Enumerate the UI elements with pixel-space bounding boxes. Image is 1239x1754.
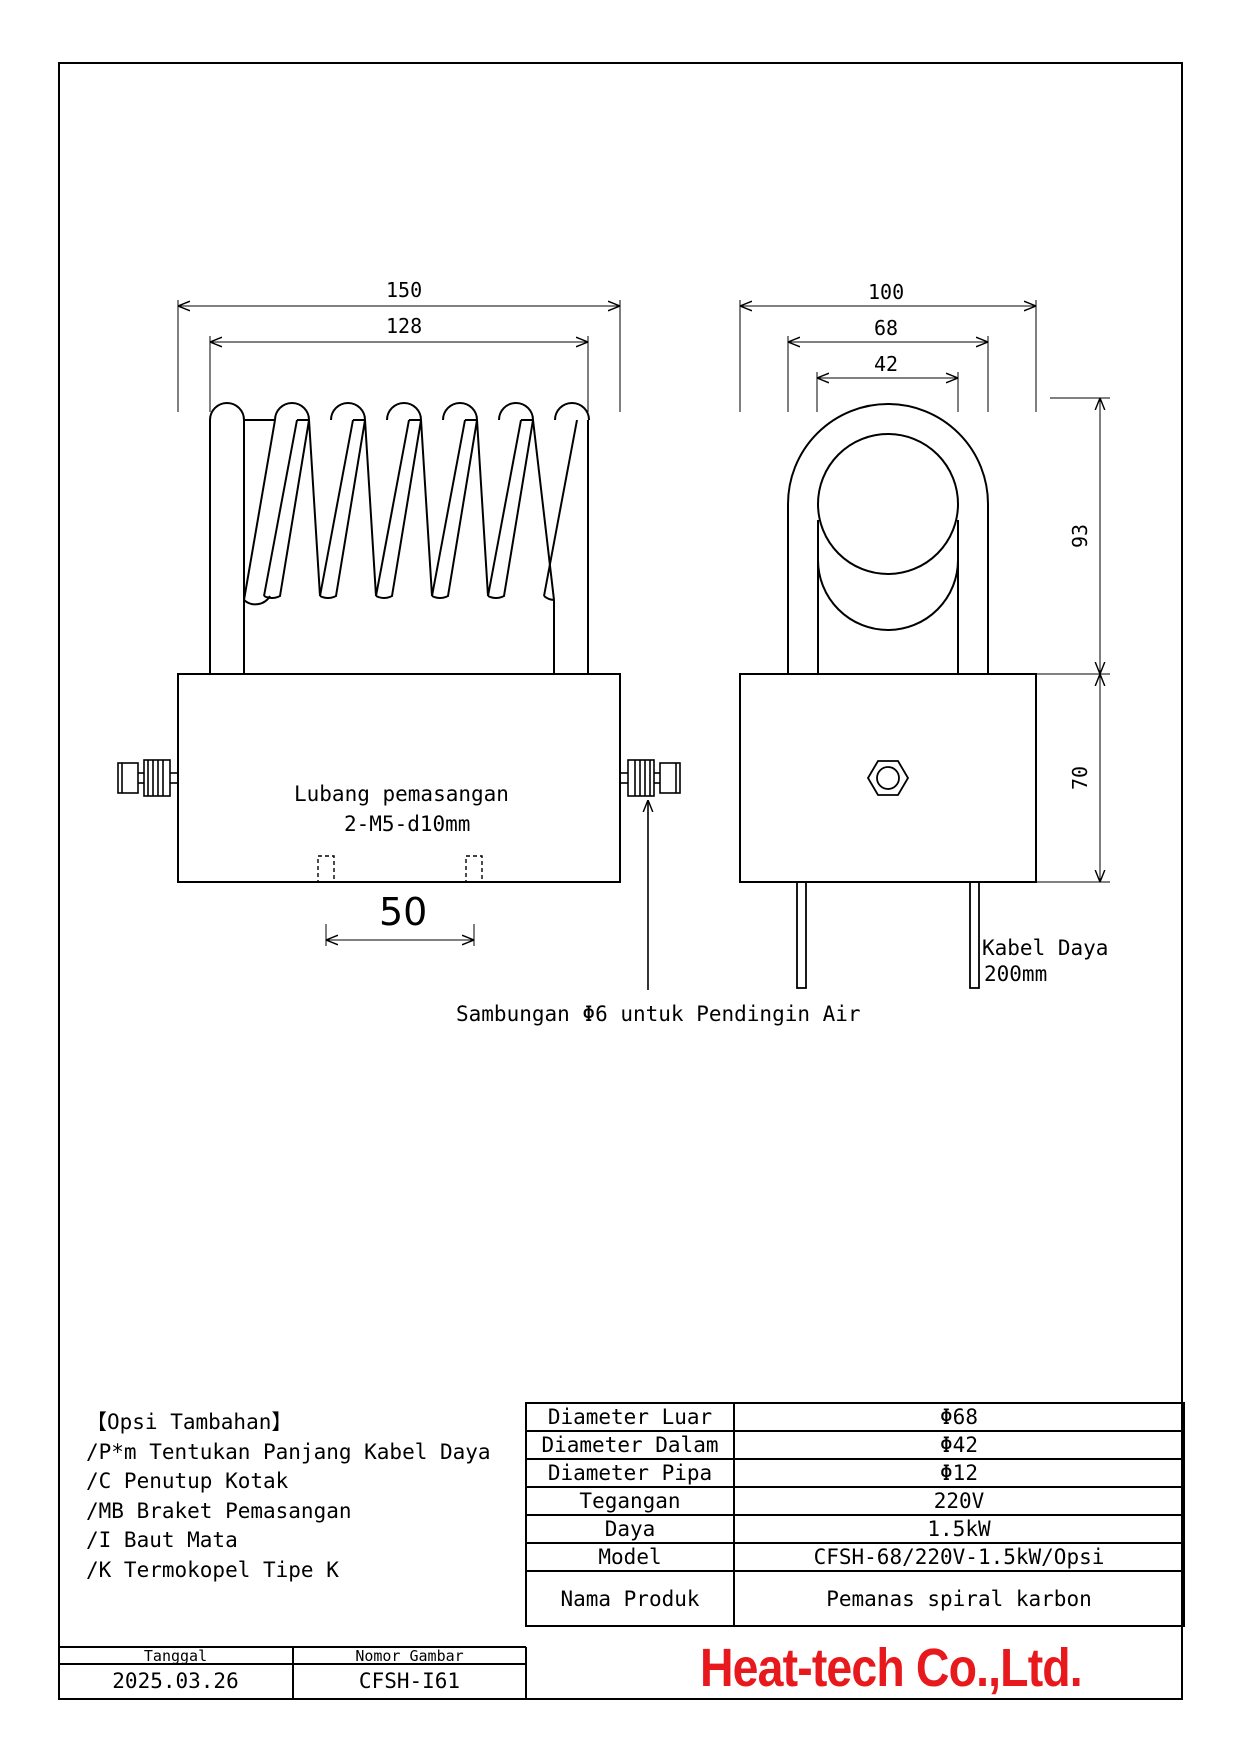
dimension-100 [739,300,1037,412]
mounting-holes [317,855,483,883]
coil-legs [209,420,589,674]
option-item: /I Baut Mata [86,1528,238,1552]
option-item: /C Penutup Kotak [86,1469,289,1493]
spec-key: Tegangan [525,1486,735,1516]
title-block-lines [58,1646,527,1700]
side-view [739,300,1110,989]
dim-128-label: 128 [386,314,423,338]
dim-100-label: 100 [868,280,905,304]
front-view [117,300,681,990]
power-cables [796,881,980,989]
dimension-68 [787,336,989,412]
table-row: Model CFSH-68/220V-1.5kW/Opsi [525,1542,1185,1572]
drawing-number-header: Nomor Gambar [355,1647,464,1665]
option-item: /P*m Tentukan Panjang Kabel Daya [86,1439,491,1464]
spec-key: Daya [525,1514,735,1544]
spec-value: Φ42 [733,1430,1185,1460]
spec-key: Nama Produk [525,1570,735,1627]
spec-value: Φ68 [733,1402,1185,1432]
terminal-box-side [739,673,1037,883]
company-logo: Heat-tech Co.,Ltd. [700,1638,1083,1698]
right-water-fitting [620,759,681,797]
spiral-coil [209,402,590,606]
dim-150-label: 150 [386,278,423,302]
power-cable-label: Kabel Daya [982,936,1109,960]
options-title: 【Opsi Tambahan】 [86,1410,293,1434]
water-connection-label: Sambungan Φ6 untuk Pendingin Air [456,1002,861,1026]
left-water-fitting [117,759,178,797]
spec-value: Φ12 [733,1458,1185,1488]
dim-42-label: 42 [874,352,899,376]
table-row: Diameter Pipa Φ12 [525,1458,1185,1488]
date-header: Tanggal [143,1647,208,1665]
date-value: 2025.03.26 [112,1669,239,1693]
spec-key: Diameter Luar [525,1402,735,1432]
spec-value: 1.5kW [733,1514,1185,1544]
table-row: Tegangan 220V [525,1486,1185,1516]
terminal-box-front [177,673,621,883]
dimension-50 [325,924,475,946]
drawing-number-value: CFSH-I61 [358,1669,461,1693]
table-row: Diameter Dalam Φ42 [525,1430,1185,1460]
dim-70-label: 70 [1068,765,1092,790]
option-item: /MB Braket Pemasangan [86,1498,352,1523]
dimension-150 [177,300,621,412]
dim-50-label: 50 [379,890,428,934]
spec-value: 220V [733,1486,1185,1516]
table-row: Daya 1.5kW [525,1514,1185,1544]
drawing-frame [58,62,1183,1700]
power-cable-length: 200mm [984,962,1048,986]
table-row: Diameter Luar Φ68 [525,1402,1185,1432]
coil-ring [787,403,989,674]
hex-nut-fitting [866,760,910,796]
dimension-42 [816,372,959,412]
dim-93-label: 93 [1068,523,1092,548]
spec-key: Diameter Pipa [525,1458,735,1488]
spec-key: Diameter Dalam [525,1430,735,1460]
table-row: Nama Produk Pemanas spiral karbon [525,1570,1185,1627]
spec-table: Diameter Luar Φ68 Diameter Dalam Φ42 Dia… [525,1402,1185,1627]
spec-value: Pemanas spiral karbon [733,1570,1185,1627]
options-list: 【Opsi Tambahan】 /P*m Tentukan Panjang Ka… [86,1408,491,1585]
option-item: /K Termokopel Tipe K [86,1557,339,1582]
mounting-hole-spec: 2-M5-d10mm [344,812,471,836]
spec-key: Model [525,1542,735,1572]
dimension-128 [209,336,589,412]
dimension-vertical [1036,397,1110,883]
dim-68-label: 68 [874,316,899,340]
spec-value: CFSH-68/220V-1.5kW/Opsi [733,1542,1185,1572]
mounting-hole-label: Lubang pemasangan [294,782,509,806]
